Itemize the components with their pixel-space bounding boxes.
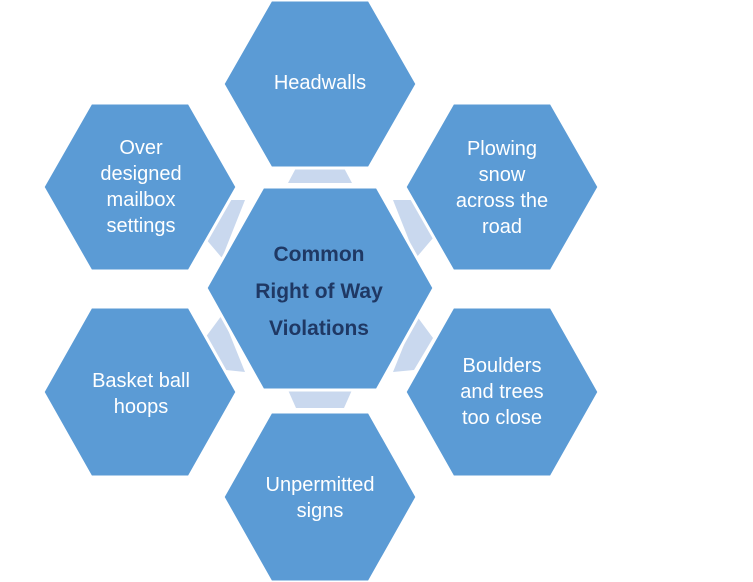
connector-lower-right <box>393 315 433 372</box>
hexagon-center <box>204 185 436 392</box>
connector-bottom <box>288 390 352 408</box>
hexagon-basketball <box>41 305 239 479</box>
connectors <box>205 168 433 408</box>
node-label-boulders: Boulders and trees too close <box>460 355 544 429</box>
node-label-basketball: Basket ball hoops <box>92 370 190 418</box>
hexagon-signs <box>221 410 419 582</box>
center-title-line-2: Right of Way <box>255 280 383 303</box>
node-label-headwalls: Headwalls <box>273 72 367 94</box>
hexagon-plowing <box>403 101 601 273</box>
node-label-plowing: Plowing snow across the road <box>455 138 549 238</box>
center-title-line-3: Violations <box>269 317 369 340</box>
node-label-mailbox: Over designed mailbox settings <box>100 137 182 237</box>
hexagon-mailbox <box>41 101 239 273</box>
connector-lower-left <box>205 315 245 372</box>
connector-upper-right <box>393 200 433 258</box>
hexagon-boulders <box>403 305 601 479</box>
node-label-signs: Unpermitted signs <box>265 474 375 522</box>
hexagon-headwalls <box>221 0 419 170</box>
center-title-line-1: Common <box>273 243 365 266</box>
center-title: Common Right of Way Violations <box>221 236 417 347</box>
connector-top <box>288 168 352 183</box>
connector-upper-left <box>205 200 245 258</box>
